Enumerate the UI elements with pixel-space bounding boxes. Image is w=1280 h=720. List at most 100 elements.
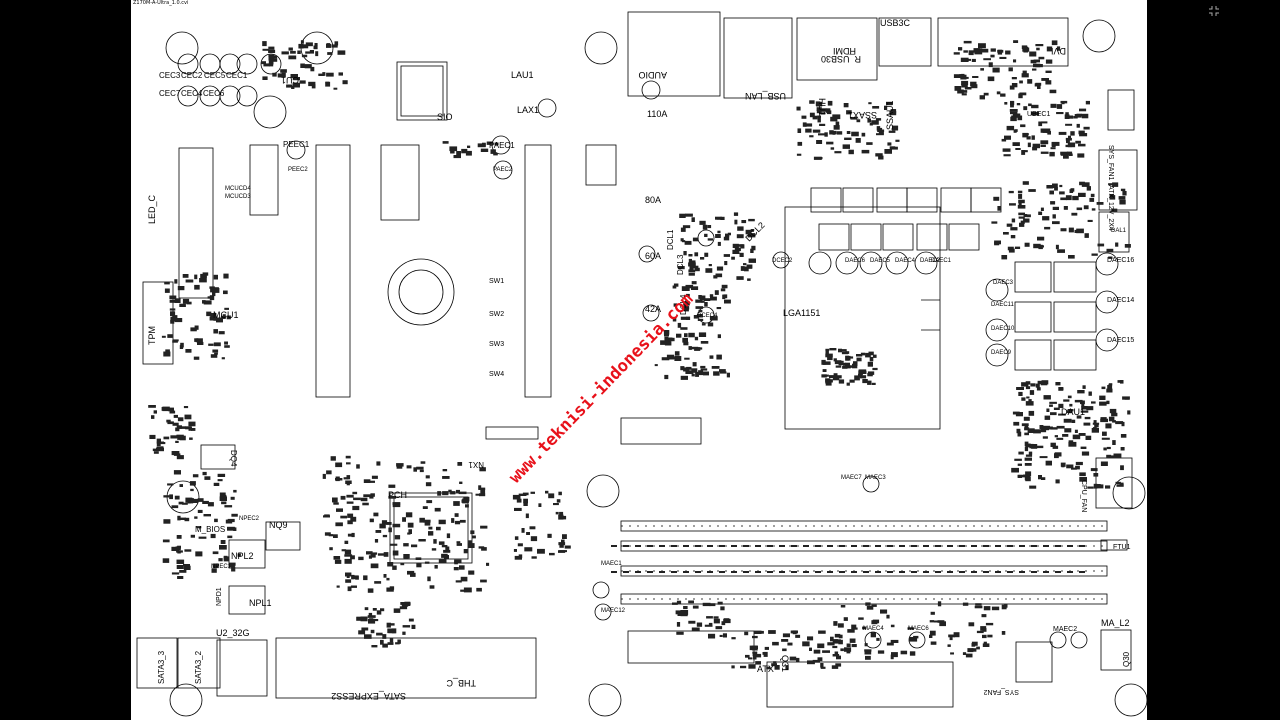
smd-component (195, 338, 201, 343)
smd-component (846, 131, 851, 134)
smd-component (392, 523, 401, 528)
smd-component (1100, 417, 1107, 420)
smd-component (1080, 446, 1087, 449)
smd-component (1017, 205, 1026, 209)
smd-component (456, 541, 461, 544)
smd-component (1108, 183, 1114, 186)
smd-component (194, 284, 200, 290)
smd-component (1063, 399, 1070, 402)
smd-component (1049, 190, 1054, 195)
label-daec10: DAEC10 (991, 326, 1015, 332)
label-thb-c: THB_C (446, 678, 476, 688)
smd-component (827, 100, 833, 106)
smd-component (965, 653, 973, 658)
smd-component (1120, 465, 1124, 471)
smd-component (1081, 451, 1090, 456)
smd-component (797, 128, 802, 133)
smd-component (751, 647, 758, 651)
smd-component (1031, 135, 1035, 140)
smd-component (345, 455, 351, 459)
smd-component (472, 535, 476, 539)
label-daec15: DAEC15 (1107, 337, 1134, 344)
smd-component (162, 539, 170, 543)
smd-component (300, 63, 305, 68)
smd-component (680, 366, 685, 371)
smd-component (787, 642, 793, 646)
smd-component (1021, 150, 1026, 155)
smd-component (1100, 418, 1108, 423)
smd-component (1058, 403, 1064, 408)
smd-component (1059, 191, 1065, 195)
smd-component (450, 148, 455, 154)
smd-component (262, 41, 267, 47)
smd-component (1080, 400, 1085, 405)
smd-component (1127, 410, 1131, 415)
smd-component (347, 513, 354, 518)
smd-component (1106, 446, 1111, 450)
smd-component (937, 601, 942, 607)
smd-component (1111, 208, 1118, 212)
fullscreen-exit-icon[interactable] (1208, 5, 1220, 17)
smd-component (684, 333, 688, 337)
smd-component (1027, 79, 1033, 84)
smd-component (191, 428, 196, 431)
smd-component (1019, 222, 1025, 227)
smd-component (184, 549, 192, 552)
smd-component (694, 252, 699, 257)
smd-component (827, 356, 833, 361)
smd-component (188, 498, 194, 503)
smd-component (237, 553, 241, 557)
smd-component (801, 115, 807, 119)
smd-component (1045, 59, 1053, 64)
smd-component (176, 565, 184, 569)
smd-component (1065, 112, 1069, 117)
smd-component (337, 50, 346, 55)
smd-component (190, 534, 195, 538)
smd-component (954, 86, 962, 91)
label-npec2: NPEC2 (239, 516, 260, 522)
smd-component (301, 54, 308, 58)
capacitor-outline (1095, 328, 1119, 352)
smd-component (833, 130, 837, 135)
q30-block (1100, 629, 1132, 671)
smd-component (345, 480, 352, 484)
smd-component (1066, 151, 1073, 156)
smd-component (358, 630, 366, 635)
smd-component (351, 575, 359, 580)
smd-component (1056, 46, 1061, 51)
dimm-pad (971, 545, 977, 547)
smd-component (851, 131, 859, 137)
smd-component (1000, 93, 1006, 97)
smd-component (974, 605, 983, 609)
smd-component (212, 349, 219, 353)
smd-component (708, 622, 713, 626)
smd-component (682, 337, 688, 343)
smd-component (182, 502, 188, 505)
dimm-pad (971, 571, 977, 573)
smd-component (723, 236, 730, 241)
smd-component (1044, 226, 1051, 230)
label-q31: Q31 (780, 655, 790, 672)
smd-component (1037, 236, 1045, 241)
dimm-pad (791, 545, 797, 547)
smd-component (825, 348, 830, 351)
smd-component (369, 496, 374, 499)
smd-component (407, 522, 414, 528)
smd-component (356, 464, 360, 469)
smd-component (429, 585, 435, 589)
smd-component (1009, 85, 1015, 90)
vrm-choke (940, 187, 972, 213)
smd-component (871, 382, 876, 385)
smd-component (1079, 477, 1087, 482)
dimm-pad (647, 571, 653, 573)
dimm-pad (731, 545, 737, 547)
smd-component (1001, 604, 1007, 610)
smd-component (271, 58, 278, 62)
smd-component (1023, 150, 1028, 153)
smd-component (737, 226, 744, 231)
smd-component (837, 623, 844, 628)
smd-component (949, 637, 953, 641)
smd-component (1106, 248, 1114, 253)
smd-component (233, 527, 237, 531)
smd-component (866, 142, 873, 145)
